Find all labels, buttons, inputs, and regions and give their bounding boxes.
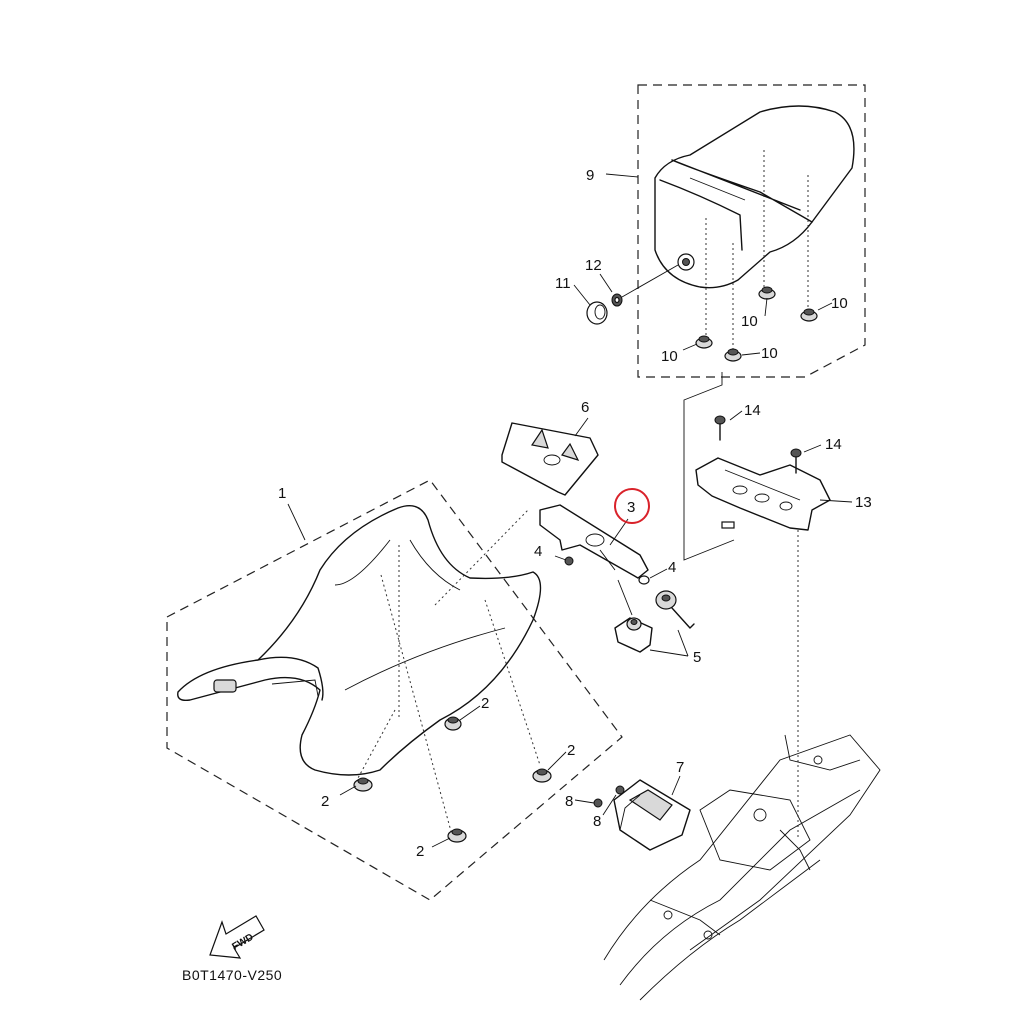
rubber-damper[interactable] (695, 335, 713, 349)
callout-8[interactable]: 8 (593, 813, 601, 830)
rubber-damper[interactable] (444, 716, 462, 731)
callout-2[interactable]: 2 (416, 843, 424, 860)
callout-10[interactable]: 10 (741, 313, 758, 330)
callout-6[interactable]: 6 (581, 399, 589, 416)
battery-cover[interactable] (613, 779, 691, 851)
rubber-damper[interactable] (532, 768, 552, 783)
rear-seat-bracket[interactable] (695, 457, 831, 531)
screw[interactable] (593, 798, 603, 808)
highlight-circle (614, 488, 650, 524)
bolt[interactable] (638, 575, 650, 585)
rubber-damper[interactable] (353, 777, 373, 792)
callout-9[interactable]: 9 (586, 167, 594, 184)
callout-7[interactable]: 7 (676, 759, 684, 776)
callout-14[interactable]: 14 (825, 436, 842, 453)
callout-5[interactable]: 5 (693, 649, 701, 666)
callout-10[interactable]: 10 (831, 295, 848, 312)
callout-2[interactable]: 2 (481, 695, 489, 712)
callout-11[interactable]: 11 (555, 275, 571, 292)
bolt[interactable] (714, 415, 726, 441)
main-seat[interactable] (177, 505, 542, 776)
seat-cover[interactable] (501, 422, 599, 496)
bolt[interactable] (564, 556, 574, 566)
callout-12[interactable]: 12 (585, 257, 602, 274)
rear-seat-group-boundary (637, 84, 866, 378)
rubber-damper[interactable] (758, 286, 776, 300)
frame (603, 734, 881, 1001)
key[interactable] (655, 590, 695, 629)
collar[interactable] (611, 293, 623, 307)
rubber-damper[interactable] (447, 828, 467, 843)
seat-lock[interactable] (614, 579, 653, 653)
callout-2[interactable]: 2 (567, 742, 575, 759)
grommet[interactable] (586, 301, 608, 325)
main-seat-group-boundary (166, 479, 623, 901)
bolt[interactable] (790, 448, 802, 474)
callout-8[interactable]: 8 (565, 793, 573, 810)
callout-1[interactable]: 1 (278, 485, 286, 502)
callout-10[interactable]: 10 (761, 345, 778, 362)
callout-14[interactable]: 14 (744, 402, 761, 419)
rubber-damper[interactable] (800, 308, 818, 322)
seat-lock-bracket[interactable] (539, 504, 649, 579)
callout-4[interactable]: 4 (668, 559, 676, 576)
callout-4[interactable]: 4 (534, 543, 542, 560)
rear-seat-group (586, 84, 866, 378)
screw[interactable] (615, 785, 625, 795)
callout-3[interactable]: 3 (627, 499, 635, 516)
callout-10[interactable]: 10 (661, 348, 678, 365)
diagram-code: B0T1470-V250 (182, 967, 282, 983)
callout-2[interactable]: 2 (321, 793, 329, 810)
rubber-damper[interactable] (724, 348, 742, 362)
callout-13[interactable]: 13 (855, 494, 872, 511)
main-seat-group (166, 479, 623, 901)
rear-seat[interactable] (654, 105, 855, 289)
fwd-arrow-icon: FWD (209, 915, 265, 959)
